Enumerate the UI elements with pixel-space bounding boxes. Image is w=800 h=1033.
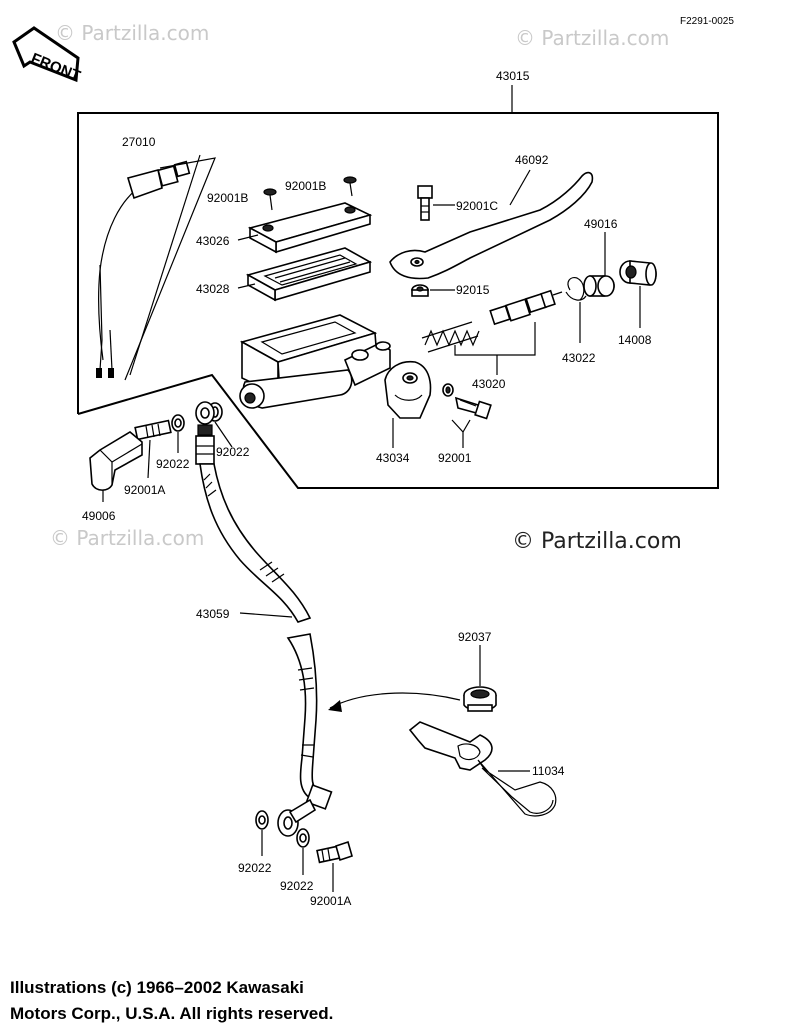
- label-92001a-1: 92001A: [124, 483, 165, 497]
- label-92015: 92015: [456, 283, 490, 297]
- cover-14008: [619, 260, 657, 286]
- label-92001b-1: 92001B: [207, 191, 248, 205]
- assembly-frame: [77, 112, 719, 489]
- guide-11034: [408, 721, 557, 817]
- hose-43059: [195, 401, 333, 837]
- watermark-main: © Partzilla.com: [512, 529, 682, 554]
- banjo-bolt-92001a-2: [316, 840, 353, 864]
- washer-92022-1: [171, 414, 185, 432]
- leader-46092: [509, 169, 531, 206]
- leader-43028: [237, 283, 256, 289]
- arrow-line: [329, 692, 461, 709]
- spring-43020: [421, 321, 480, 353]
- snap-ring-43022: [565, 277, 587, 301]
- label-92001b-2: 92001B: [285, 179, 326, 193]
- label-92022-1: 92022: [156, 457, 190, 471]
- lever-46092: [389, 171, 594, 280]
- label-92022-2: 92022: [216, 445, 250, 459]
- rubber-cap-49006: [89, 431, 143, 491]
- label-92037: 92037: [458, 630, 492, 644]
- grommet-92037: [463, 686, 497, 712]
- diagram-code: F2291-0025: [680, 16, 734, 27]
- banjo-bolt-92001a-1: [134, 419, 172, 441]
- label-27010: 27010: [122, 135, 156, 149]
- label-49006: 49006: [82, 509, 116, 523]
- leader-43020-bracket: [454, 322, 536, 356]
- bolt-92001: [442, 383, 492, 420]
- label-43034: 43034: [376, 451, 410, 465]
- leader-92001: [451, 419, 464, 448]
- leader-92001a-1: [147, 439, 151, 479]
- leader-92001-b: [462, 419, 471, 433]
- copyright-line-1: Illustrations (c) 1966–2002 Kawasaki: [10, 978, 304, 997]
- label-43026: 43026: [196, 234, 230, 248]
- diaphragm-43028: [245, 247, 373, 302]
- leader-27010-b: [124, 157, 216, 381]
- switch-27010: [96, 160, 191, 378]
- master-cylinder-body: [239, 314, 391, 409]
- label-92001a-2: 92001A: [310, 894, 351, 908]
- label-43020: 43020: [472, 377, 506, 391]
- label-49016: 49016: [584, 217, 618, 231]
- bushing-49016: [583, 275, 615, 297]
- label-43028: 43028: [196, 282, 230, 296]
- clamp-43034: [384, 360, 432, 419]
- label-92001: 92001: [438, 451, 472, 465]
- label-92022-3: 92022: [238, 861, 272, 875]
- watermark-2: © Partzilla.com: [515, 26, 669, 50]
- label-14008: 14008: [618, 333, 652, 347]
- label-43015: 43015: [496, 69, 530, 83]
- copyright-notice: Illustrations (c) 1966–2002 Kawasaki Mot…: [10, 975, 510, 1027]
- front-arrow-icon: FRONT: [12, 26, 83, 85]
- leader-43026: [237, 234, 259, 241]
- screw-92001b-1: [263, 188, 277, 211]
- washer-92022-4: [296, 828, 310, 848]
- cap-43026: [247, 202, 373, 254]
- label-43022: 43022: [562, 351, 596, 365]
- watermark-3: © Partzilla.com: [50, 526, 204, 550]
- label-92022-4: 92022: [280, 879, 314, 893]
- screw-92001b-2: [343, 176, 357, 197]
- copyright-line-2: Motors Corp., U.S.A. All rights reserved…: [10, 1004, 334, 1023]
- watermark-1: © Partzilla.com: [55, 21, 209, 45]
- label-43059: 43059: [196, 607, 230, 621]
- label-11034: 11034: [532, 764, 565, 778]
- label-46092: 46092: [515, 153, 549, 167]
- label-92001c: 92001C: [456, 199, 498, 213]
- washer-92022-3: [255, 810, 269, 830]
- leader-92022-2: [214, 421, 233, 448]
- nut-92015: [411, 284, 429, 297]
- piston-43020: [489, 289, 563, 326]
- bolt-92001c: [417, 185, 433, 221]
- leader-43059: [239, 612, 293, 618]
- arrow-head-icon: [328, 700, 342, 712]
